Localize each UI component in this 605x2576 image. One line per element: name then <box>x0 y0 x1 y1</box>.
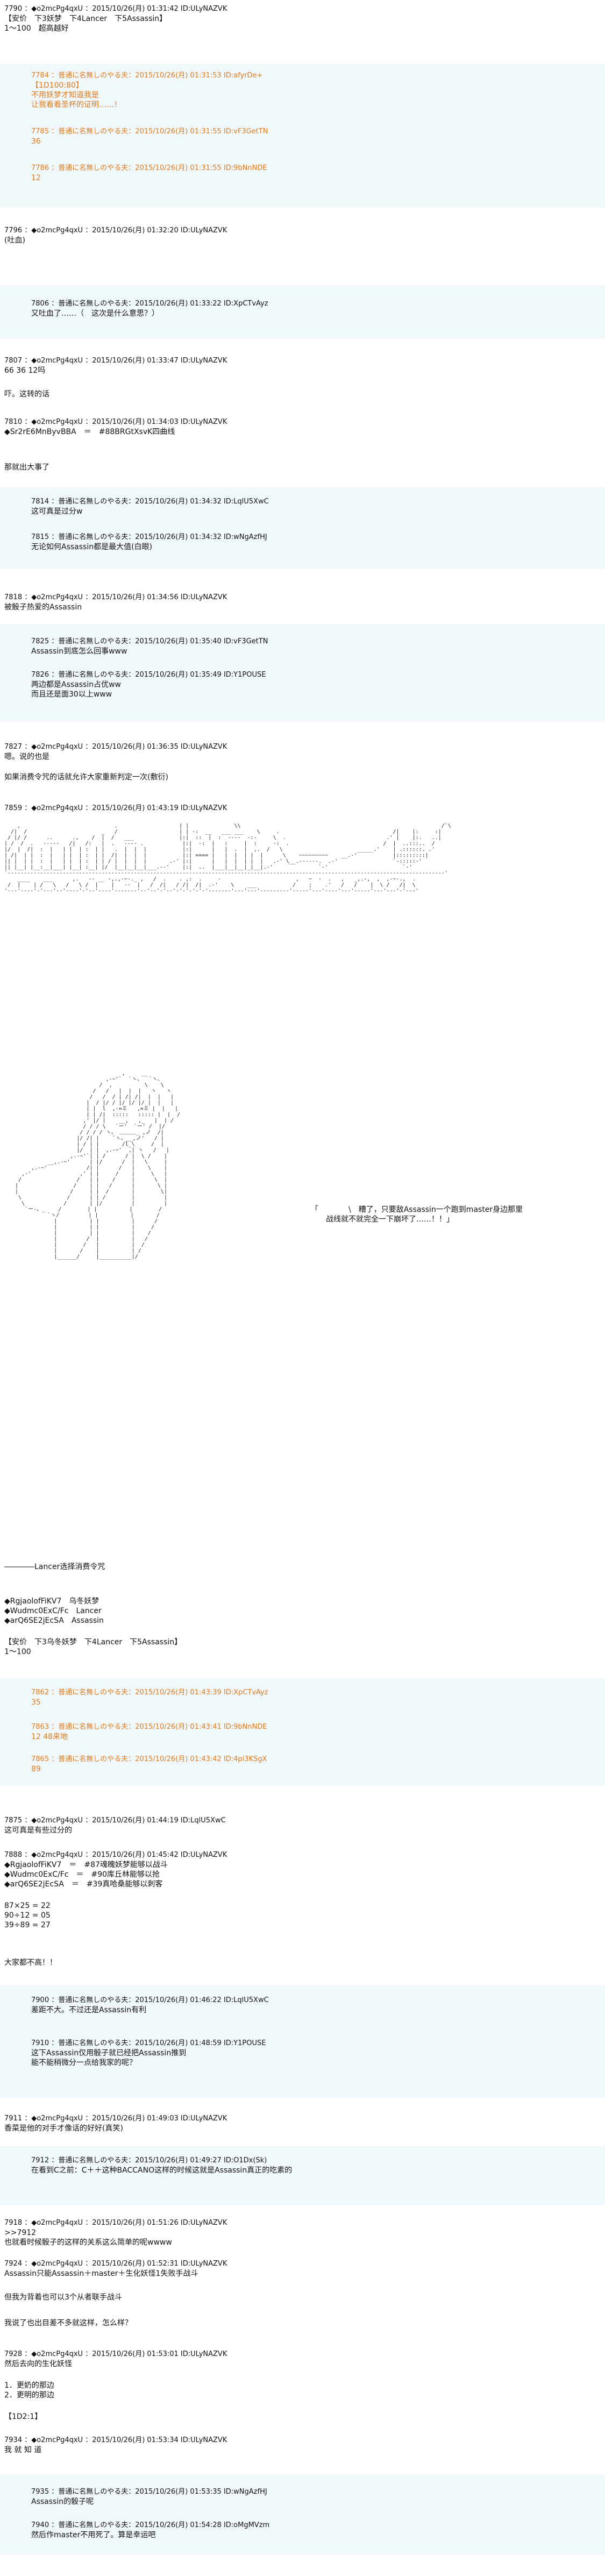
post-header: 7888 ：◆o2mcPg4qxU ：2015/10/26(月) 01:45:4… <box>4 1851 227 1859</box>
post-text: 嗯。说的也是 <box>4 753 49 761</box>
post-text: 那就出大事了 <box>4 463 49 472</box>
post-text[interactable]: >>7912 <box>4 2229 37 2237</box>
reply-header[interactable]: 7912 ：普通に名無しのやる夫：2015/10/26(月) 01:49:27 … <box>31 2156 267 2165</box>
ascii-art-scene: , . | | \\ /`\ /| / _ / | | -: __ <box>4 823 451 894</box>
post-text: ◆Wudmc0ExC/Fc ＝ #90库丘林能够以抢 <box>4 1870 160 1879</box>
post-text: ◆Wudmc0ExC/Fc Lancer <box>4 1607 102 1615</box>
post-text: 香菜是他的对手才像话的好好(真笑) <box>4 2124 123 2133</box>
reply-block <box>0 285 605 339</box>
post-text: 我 就 知 道 <box>4 2446 42 2454</box>
reply-text: 12 48来地 <box>31 1733 68 1741</box>
post-text: 87×25 = 22 <box>4 1901 51 1910</box>
post-text: ◆RgjaolofFiKV7 乌冬妖梦 <box>4 1597 99 1606</box>
reply-text: 35 <box>31 1698 41 1707</box>
reply-text: 然后作master不用死了。算是幸运吧 <box>31 2531 156 2539</box>
reply-block <box>0 487 605 569</box>
reply-text: 89 <box>31 1765 41 1773</box>
post-text: 这可真是有些过分的 <box>4 1826 72 1835</box>
dice-result: 【1D100:80】 <box>31 81 83 90</box>
speech-text: 「 \ 糟了，只要敌Assassin一个跑到master身边那里 <box>311 1205 523 1214</box>
reply-text: 36 <box>31 137 41 146</box>
post-text: 如果消费令咒的话就允许大家重新判定一次(敷衍) <box>4 773 168 782</box>
reply-text: 而且还是面30以上www <box>31 690 112 699</box>
post-text: 1．更奶的那边 <box>4 2381 54 2390</box>
reply-header[interactable]: 7786 ：普通に名無しのやる夫：2015/10/26(月) 01:31:55 … <box>31 164 267 172</box>
reply-text: 又吐血了……（ 这次是什么意思？） <box>31 309 159 318</box>
reply-text: 12 <box>31 174 41 182</box>
post-header: 7827 ：◆o2mcPg4qxU ：2015/10/26(月) 01:36:3… <box>4 743 227 751</box>
ascii-art-character: , __ ,-~'` `ヽ、 `ヽ、 / , \ \ / / | | | ヽ ヽ… <box>15 1070 181 1260</box>
post-header: 7911 ：◆o2mcPg4qxU ：2015/10/26(月) 01:49:0… <box>4 2114 227 2123</box>
reply-header[interactable]: 7865 ：普通に名無しのやる夫：2015/10/26(月) 01:43:42 … <box>31 1755 267 1763</box>
post-text: ――――Lancer选择消费令咒 <box>4 1563 105 1571</box>
reply-header[interactable]: 7862 ：普通に名無しのやる夫：2015/10/26(月) 01:43:39 … <box>31 1688 268 1697</box>
post-text: 1～100 <box>4 1648 31 1656</box>
reply-text: 让我看看圣杯的证明……！ <box>31 101 122 109</box>
post-header: 7790 ：◆o2mcPg4qxU ：2015/10/26(月) 01:31:4… <box>4 5 227 13</box>
post-header: 7924 ：◆o2mcPg4qxU ：2015/10/26(月) 01:52:3… <box>4 2260 227 2268</box>
reply-header[interactable]: 7814 ：普通に名無しのやる夫：2015/10/26(月) 01:34:32 … <box>31 498 269 506</box>
post-header: 7818 ：◆o2mcPg4qxU ：2015/10/26(月) 01:34:5… <box>4 593 227 601</box>
post-header: 7859 ：◆o2mcPg4qxU ：2015/10/26(月) 01:43:1… <box>4 804 227 812</box>
reply-header[interactable]: 7784 ：普通に名無しのやる夫：2015/10/26(月) 01:31:53 … <box>31 72 263 80</box>
post-header: 7807 ：◆o2mcPg4qxU ：2015/10/26(月) 01:33:4… <box>4 357 227 365</box>
reply-block <box>0 63 605 208</box>
reply-header[interactable]: 7900 ：普通に名無しのやる夫：2015/10/26(月) 01:46:22 … <box>31 1996 269 2004</box>
reply-header[interactable]: 7815 ：普通に名無しのやる夫：2015/10/26(月) 01:34:32 … <box>31 533 267 541</box>
reply-header[interactable]: 7940 ：普通に名無しのやる夫：2015/10/26(月) 01:54:28 … <box>31 2521 270 2529</box>
post-text: Assassin只能Assassin＋master＋生化妖怪1失败手战斗 <box>4 2269 198 2278</box>
reply-block <box>0 1678 605 1786</box>
post-header: 7918 ：◆o2mcPg4qxU ：2015/10/26(月) 01:51:2… <box>4 2219 227 2227</box>
reply-block <box>0 624 605 722</box>
reply-header[interactable]: 7935 ：普通に名無しのやる夫：2015/10/26(月) 01:53:35 … <box>31 2488 267 2496</box>
reply-block <box>0 1985 605 2098</box>
post-header: 7934 ：◆o2mcPg4qxU ：2015/10/26(月) 01:53:3… <box>4 2436 227 2444</box>
post-text: 39÷89 = 27 <box>4 1921 51 1929</box>
post-text: 被骰子热爱的Assassin <box>4 603 82 612</box>
reply-text: 无论如何Assassin都是最大值(白眼) <box>31 543 153 551</box>
post-header: 7928 ：◆o2mcPg4qxU ：2015/10/26(月) 01:53:0… <box>4 2350 227 2358</box>
post-text: 2．更明的那边 <box>4 2391 54 2400</box>
reply-header[interactable]: 7863 ：普通に名無しのやる夫：2015/10/26(月) 01:43:41 … <box>31 1723 267 1731</box>
reply-header[interactable]: 7825 ：普通に名無しのやる夫：2015/10/26(月) 01:35:40 … <box>31 637 268 645</box>
reply-text: Assassin的骰子呢 <box>31 2497 94 2506</box>
post-text: 1～100 超高越好 <box>4 24 69 33</box>
post-text: ◆RgjaolofFiKV7 ＝ #87魂魄妖梦能够以战斗 <box>4 1861 168 1869</box>
reply-header[interactable]: 7806 ：普通に名無しのやる夫：2015/10/26(月) 01:33:22 … <box>31 300 268 308</box>
post-text: 90÷12 = 05 <box>4 1911 51 1920</box>
reply-text: 这可真是过分w <box>31 507 83 516</box>
reply-header[interactable]: 7910 ：普通に名無しのやる夫：2015/10/26(月) 01:48:59 … <box>31 2039 266 2047</box>
post-text: 我说了也出目差不多就这样，怎么样？ <box>4 2319 132 2327</box>
post-text: 然后去向的生化妖怪 <box>4 2360 72 2368</box>
reply-header[interactable]: 7785 ：普通に名無しのやる夫：2015/10/26(月) 01:31:55 … <box>31 127 268 136</box>
reply-block <box>0 2146 605 2205</box>
reply-text: 能不能稍微分一点给我家的呢？ <box>31 2059 137 2067</box>
reply-header[interactable]: 7826 ：普通に名無しのやる夫：2015/10/26(月) 01:35:49 … <box>31 671 266 679</box>
post-text: 【安价 下3妖梦 下4Lancer 下5Assassin】 <box>4 15 167 23</box>
post-text: 66 36 12吗 <box>4 366 46 375</box>
post-text: ◆Sr2rE6MnByvBBA ＝ #88BRGtXsvK四曲线 <box>4 428 175 436</box>
reply-text: 在看到C之前：C＋＋这种BACCANO这样的时候这就是Assassin真正的吃素… <box>31 2166 293 2175</box>
reply-block <box>0 2474 605 2555</box>
speech-text: 战线就不就完全一下崩坏了……！！」 <box>311 1215 454 1224</box>
post-text: 【安价 下3乌冬妖梦 下4Lancer 下5Assassin】 <box>4 1638 182 1647</box>
post-text: 吓。这转的话 <box>4 390 49 399</box>
reply-text: 不用妖梦才知道我是 <box>31 91 99 100</box>
reply-text: 两边都是Assassin占优ww <box>31 680 121 689</box>
reply-text: 这下Assassin仅用骰子就已经把Assassin推到 <box>31 2049 187 2057</box>
reply-text: Assassin到底怎么回事www <box>31 647 127 656</box>
dice-result: 【1D2:1】 <box>4 2412 42 2421</box>
reply-text: 差距不大。不过还是Assassin有利 <box>31 2006 147 2014</box>
post-text: ◆arQ6SE2jEcSA Assassin <box>4 1616 104 1625</box>
post-header: 7796 ：◆o2mcPg4qxU ：2015/10/26(月) 01:32:2… <box>4 226 227 235</box>
post-text: 但我为背着也可以3个从者联手战斗 <box>4 2293 122 2302</box>
post-header: 7810 ：◆o2mcPg4qxU ：2015/10/26(月) 01:34:0… <box>4 418 227 426</box>
post-text: 也就看时候骰子的这样的关系这么简单的呢wwww <box>4 2238 172 2247</box>
post-text: ◆arQ6SE2jEcSA ＝ #39真哈桑能够以刺客 <box>4 1880 163 1889</box>
post-text: 大家都不高！！ <box>4 1958 57 1967</box>
post-header: 7875 ：◆o2mcPg4qxU ：2015/10/26(月) 01:44:1… <box>4 1816 226 1825</box>
post-text: (吐血) <box>4 236 25 245</box>
